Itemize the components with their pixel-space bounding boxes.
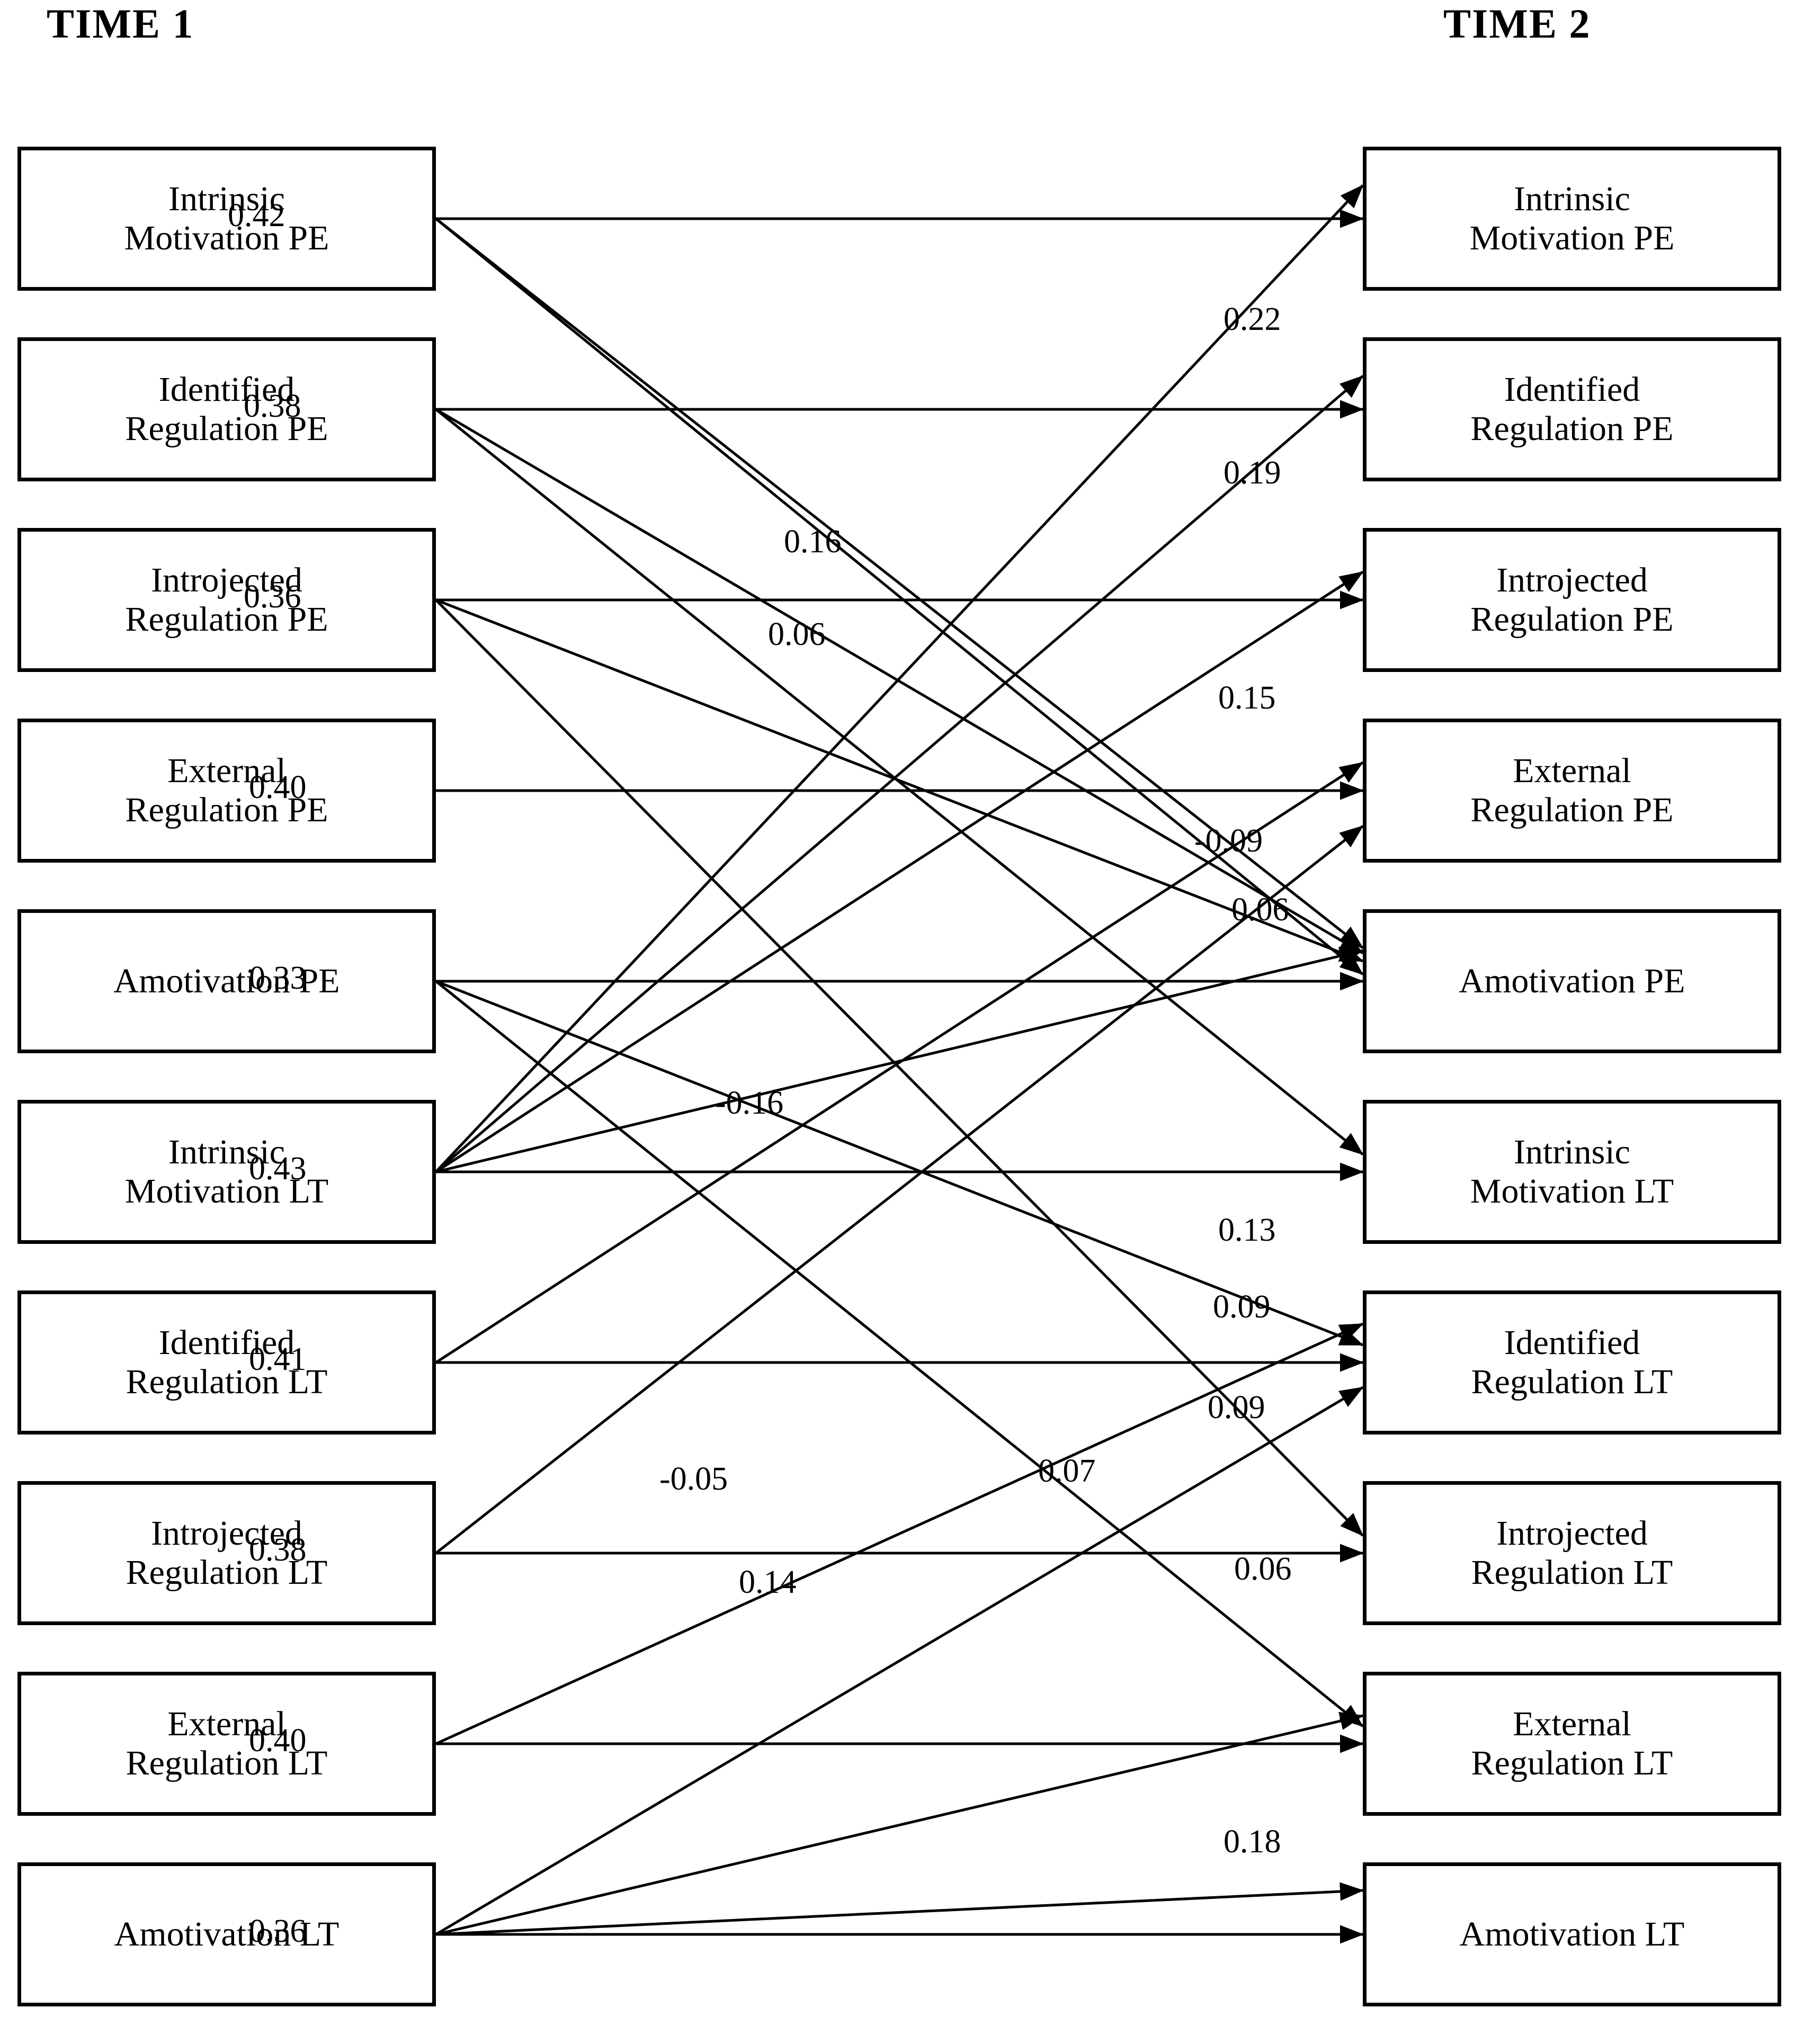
edge-label-cl-14: 0.14 [739, 1564, 797, 1600]
edge-label-ar-1: 0.38 [244, 388, 301, 424]
node-label: Amotivation LT [114, 1915, 340, 1954]
edge-cl-r [435, 1882, 1364, 1936]
node-label: External Regulation LT [1471, 1705, 1673, 1782]
edge-label-cl-10: 0.09 [1208, 1389, 1265, 1426]
node-exr-lt-t1[interactable]: External Regulation LT [17, 1672, 436, 1816]
edge-label-ar-8: 0.40 [249, 1723, 307, 1759]
column-header-time1: TIME 1 [47, 1, 194, 47]
edge-label-ar-4: 0.33 [249, 960, 307, 996]
crosslagged-edges [435, 184, 1364, 1936]
node-idr-pe-t2[interactable]: Identified Regulation PE [1363, 337, 1781, 481]
edge-label-cl-3: 0.06 [768, 616, 826, 652]
node-label: External Regulation PE [125, 751, 328, 829]
edge-label-cl-4: 0.15 [1218, 680, 1276, 716]
node-amo-lt-t1[interactable]: Amotivation LT [17, 1862, 436, 2006]
node-label: Intrinsic Motivation LT [124, 1133, 329, 1211]
edge-label-ar-9: 0.36 [249, 1913, 307, 1949]
edge-cl-h [435, 980, 1364, 1727]
node-label: Amotivation LT [1459, 1915, 1685, 1954]
edge-cl-b [435, 218, 1364, 975]
node-label: Introjected Regulation LT [1471, 1514, 1673, 1592]
edge-cl-m [435, 761, 1364, 1364]
node-label: External Regulation LT [126, 1705, 328, 1782]
edge-cl-e [435, 598, 1364, 963]
node-im-lt-t2[interactable]: Intrinsic Motivation LT [1363, 1100, 1781, 1244]
edge-cl-g [435, 980, 1364, 1347]
autoregressive-edges [436, 209, 1364, 1944]
edge-label-cl-2: 0.16 [784, 524, 842, 560]
label-leaders [456, 218, 535, 1935]
node-label: Amotivation PE [113, 962, 340, 1001]
node-label: Intrinsic Motivation LT [1470, 1133, 1674, 1211]
edge-label-cl-12: 0.07 [1038, 1453, 1096, 1489]
node-label: Introjected Regulation PE [1470, 561, 1674, 639]
node-inr-pe-t2[interactable]: Introjected Regulation PE [1363, 528, 1781, 672]
node-exr-lt-t2[interactable]: External Regulation LT [1363, 1672, 1781, 1816]
node-im-lt-t1[interactable]: Intrinsic Motivation LT [17, 1100, 436, 1244]
node-label: Identified Regulation LT [126, 1323, 328, 1401]
node-label: Amotivation PE [1459, 962, 1685, 1001]
edge-label-cl-8: 0.13 [1218, 1212, 1276, 1248]
node-label: Identified Regulation PE [1470, 370, 1674, 448]
node-idr-lt-t1[interactable]: Identified Regulation LT [17, 1290, 436, 1435]
node-label: Identified Regulation LT [1471, 1323, 1673, 1401]
edge-cl-a [435, 218, 1364, 949]
edge-label-cl-7: -0.16 [715, 1085, 784, 1121]
edge-label-cl-13: 0.06 [1234, 1551, 1292, 1587]
node-exr-pe-t1[interactable]: External Regulation PE [17, 719, 436, 863]
column-header-time2: TIME 2 [1443, 1, 1591, 47]
node-exr-pe-t2[interactable]: External Regulation PE [1363, 719, 1781, 863]
edge-cl-k [435, 570, 1364, 1173]
node-label: Intrinsic Motivation PE [1469, 180, 1675, 257]
edge-cl-i [435, 184, 1364, 1173]
node-label: External Regulation PE [1470, 751, 1674, 829]
edge-cl-q [435, 1711, 1364, 1936]
edge-label-cl-15: 0.18 [1223, 1824, 1281, 1860]
node-inr-pe-t1[interactable]: Introjected Regulation PE [17, 528, 436, 672]
edge-label-ar-3: 0.40 [249, 769, 307, 805]
node-im-pe-t1[interactable]: Intrinsic Motivation PE [17, 147, 436, 291]
node-im-pe-t2[interactable]: Intrinsic Motivation PE [1363, 147, 1781, 291]
edge-label-cl-6: 0.06 [1231, 892, 1289, 928]
node-label: Introjected Regulation LT [126, 1514, 328, 1592]
node-inr-lt-t1[interactable]: Introjected Regulation LT [17, 1481, 436, 1625]
edge-label-cl-1: 0.19 [1223, 455, 1281, 491]
node-label: Identified Regulation PE [125, 370, 328, 448]
edge-label-ar-6: 0.41 [249, 1341, 307, 1377]
node-idr-lt-t2[interactable]: Identified Regulation LT [1363, 1290, 1781, 1435]
node-amo-pe-t1[interactable]: Amotivation PE [17, 909, 436, 1053]
edge-cl-f [435, 599, 1364, 1537]
edge-cl-j [435, 375, 1364, 1173]
edge-cl-o [435, 1322, 1364, 1745]
edge-label-ar-5: 0.43 [249, 1151, 307, 1187]
edge-label-ar-2: 0.36 [244, 579, 301, 615]
node-label: Introjected Regulation PE [125, 561, 328, 639]
node-amo-pe-t2[interactable]: Amotivation PE [1363, 909, 1781, 1053]
node-inr-lt-t2[interactable]: Introjected Regulation LT [1363, 1481, 1781, 1625]
node-idr-pe-t1[interactable]: Identified Regulation PE [17, 337, 436, 481]
edge-label-ar-0: 0.42 [228, 198, 285, 234]
edge-label-cl-9: 0.09 [1213, 1289, 1271, 1325]
node-label: Intrinsic Motivation PE [124, 180, 329, 257]
edge-label-cl-0: 0.22 [1223, 301, 1281, 337]
edge-label-cl-11: -0.05 [659, 1461, 728, 1497]
edge-cl-p [435, 1386, 1364, 1936]
edge-label-ar-7: 0.38 [249, 1532, 307, 1568]
node-amo-lt-t2[interactable]: Amotivation LT [1363, 1862, 1781, 2006]
edge-label-cl-5: -0.09 [1194, 823, 1263, 859]
edge-cl-n [435, 825, 1364, 1554]
